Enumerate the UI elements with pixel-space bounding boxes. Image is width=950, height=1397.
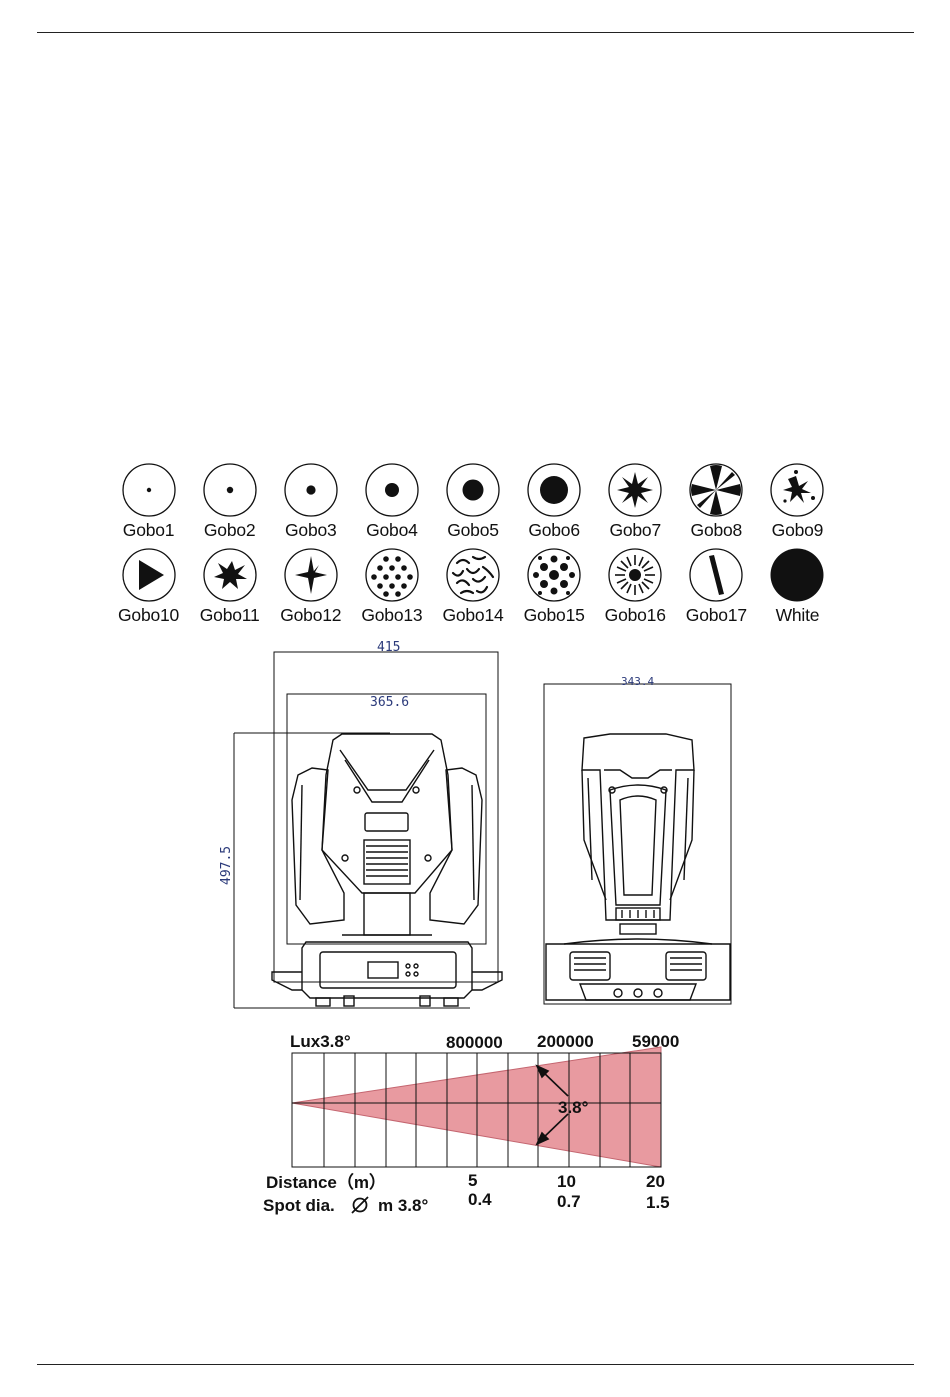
side-view-fixture (546, 734, 730, 1000)
dim-side-width: 343.4 (621, 675, 654, 688)
spot-dia-unit: m 3.8° (378, 1196, 428, 1215)
lux-label: Lux3.8° (290, 1032, 351, 1051)
front-view-fixture (272, 734, 502, 1006)
spot-dia-value: 1.5 (646, 1193, 670, 1212)
dim-overall-width: 415 (377, 640, 400, 655)
distance-value: 10 (557, 1172, 576, 1191)
dim-inner-width: 365.6 (370, 695, 409, 710)
spot-dia-label: Spot dia. (263, 1196, 335, 1215)
beam-angle-label: 3.8° (558, 1098, 589, 1117)
distance-value: 5 (468, 1171, 477, 1190)
distance-label: Distance（m） (266, 1172, 386, 1192)
diameter-symbol-icon (352, 1197, 368, 1213)
distance-value: 20 (646, 1172, 665, 1191)
spot-dia-value: 0.7 (557, 1192, 581, 1211)
lux-value: 59000 (632, 1032, 679, 1051)
beam-chart: Lux3.8° 800000 200000 59000 3.8° Distanc… (263, 1032, 679, 1215)
spot-dia-value: 0.4 (468, 1190, 492, 1209)
side-view-dimensions (544, 684, 731, 1004)
lux-value: 800000 (446, 1033, 503, 1052)
lux-value: 200000 (537, 1032, 594, 1051)
dim-height: 497.5 (219, 846, 234, 885)
